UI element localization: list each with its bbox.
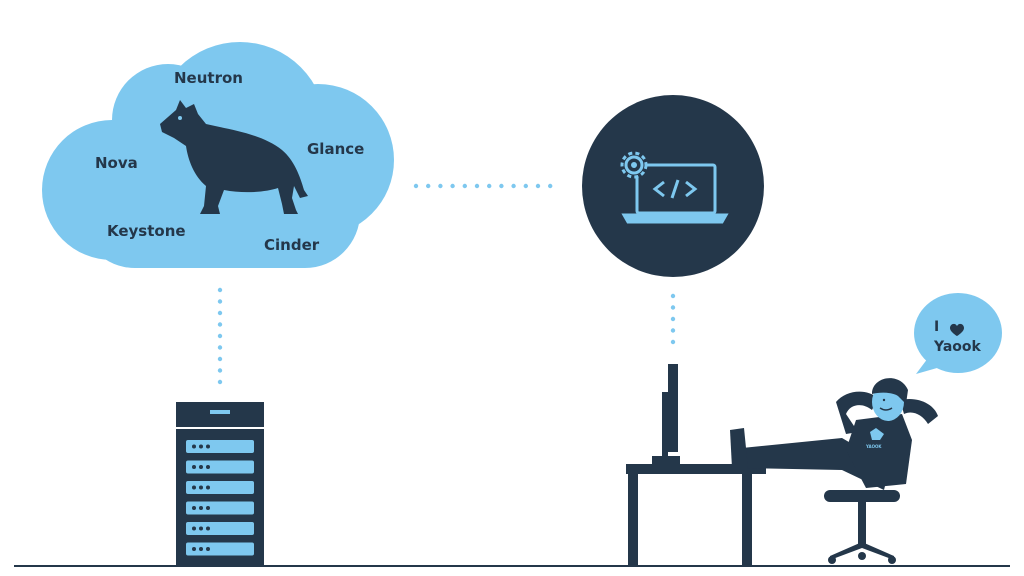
connector-dot [523, 183, 528, 189]
server-led [199, 465, 203, 469]
office-chair [824, 490, 900, 564]
connector-dot [413, 183, 419, 189]
server-led [192, 506, 196, 510]
heart-icon [950, 323, 964, 336]
wolf-icon [160, 100, 308, 214]
server-slot [186, 460, 254, 474]
connector-dot [487, 183, 492, 189]
connector-horizontal [413, 183, 553, 189]
server-slot [186, 522, 254, 535]
connector-dot [670, 293, 676, 299]
server-led [192, 526, 196, 531]
connector-dot [670, 339, 676, 345]
shirt-logo-text: YAOOK [865, 444, 882, 449]
connector-dot [450, 183, 455, 189]
connector-cloud-server [217, 287, 223, 385]
connector-dot [217, 299, 223, 304]
connector-dot [670, 316, 676, 322]
server-led [199, 444, 203, 449]
monitor [652, 364, 680, 464]
connector-dot [217, 310, 223, 316]
service-label-glance: Glance [307, 140, 365, 158]
server-led [199, 547, 203, 551]
connector-dev-monitor [670, 293, 676, 345]
connector-dot [217, 322, 223, 327]
connector-dot [217, 368, 223, 373]
connector-dot [438, 183, 443, 189]
server-led [192, 485, 196, 490]
server-slot [186, 440, 254, 453]
server-rack [176, 402, 264, 566]
server-slot [186, 481, 254, 494]
service-label-keystone: Keystone [107, 222, 186, 240]
connector-dot [499, 183, 504, 189]
wolf-eye [178, 116, 182, 120]
person [730, 378, 938, 490]
server-led [199, 506, 203, 510]
desk [626, 464, 766, 566]
connector-dot [670, 305, 676, 310]
server-led [206, 465, 210, 469]
connector-dot [217, 356, 223, 362]
laptop-code-icon [621, 163, 729, 224]
speech-bubble-line2: Yaook [934, 339, 981, 355]
server-led [192, 444, 196, 449]
server-led [206, 547, 210, 551]
connector-dot [548, 183, 553, 189]
connector-dot [217, 345, 223, 350]
server-led [199, 526, 203, 531]
server-led [199, 485, 203, 490]
server-slot [186, 542, 254, 556]
service-label-neutron: Neutron [174, 69, 243, 87]
connector-dot [217, 287, 223, 293]
gear-icon [620, 151, 648, 179]
developer-circle [582, 95, 764, 277]
connector-dot [474, 183, 480, 189]
server-slot [186, 501, 254, 515]
connector-dot [217, 379, 223, 385]
connector-dot [535, 183, 541, 189]
connector-dot [511, 183, 516, 189]
connector-dot [670, 328, 676, 333]
server-led [206, 526, 210, 531]
server-led [206, 444, 210, 449]
server-led [192, 547, 196, 551]
connector-dot [426, 183, 431, 189]
server-led [192, 465, 196, 469]
server-led [206, 506, 210, 510]
speech-bubble-line1: I [934, 319, 940, 335]
service-label-nova: Nova [95, 154, 138, 172]
connector-dot [462, 183, 467, 189]
service-label-cinder: Cinder [264, 236, 320, 254]
server-led [206, 485, 210, 490]
connector-dot [217, 333, 223, 339]
